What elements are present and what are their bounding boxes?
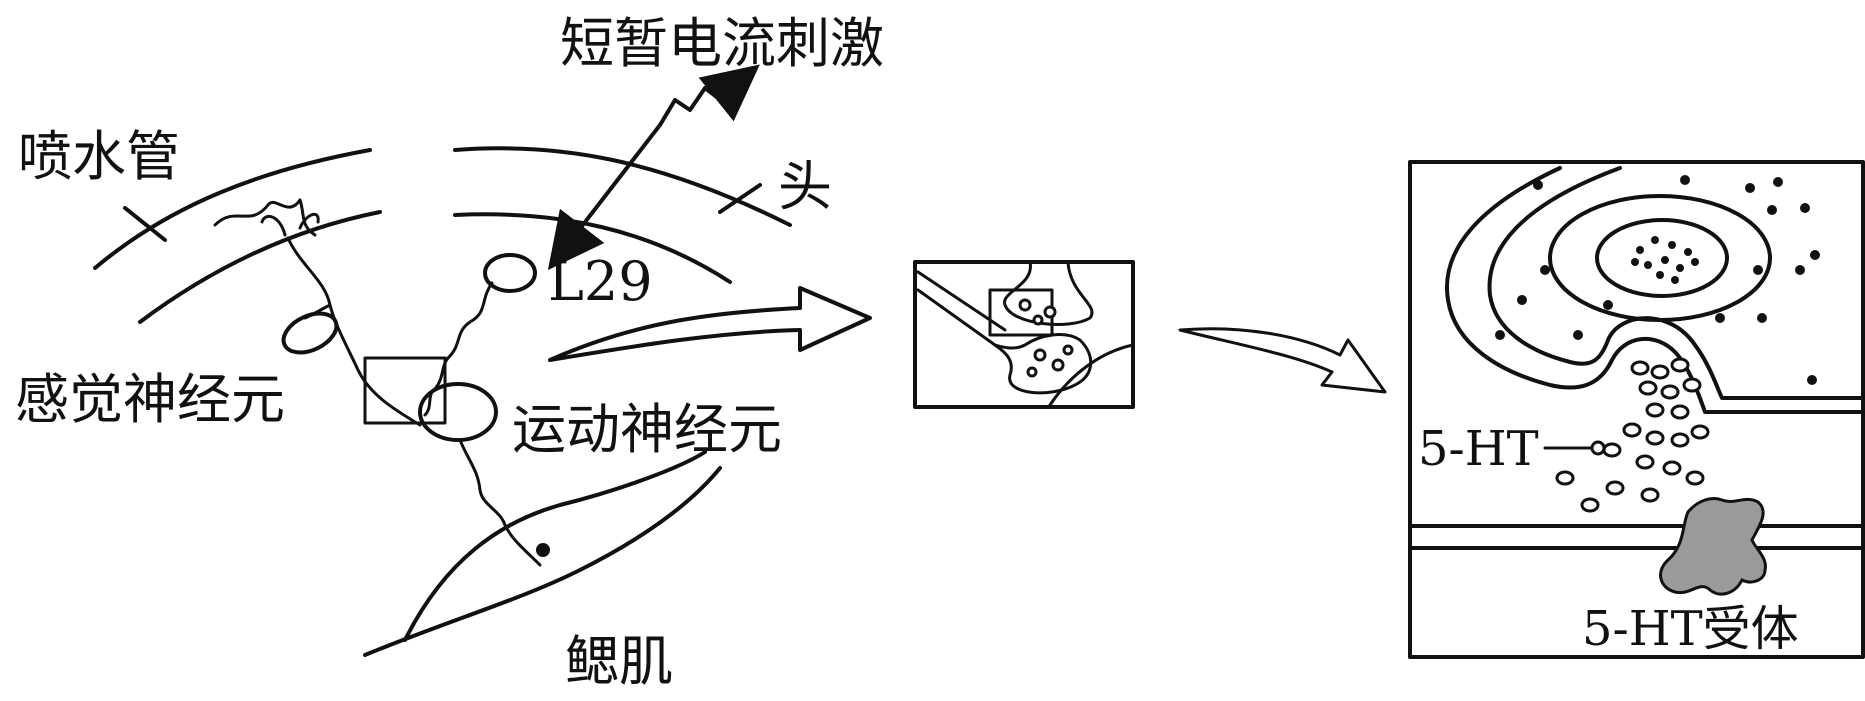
siphon-outline-top — [93, 148, 372, 270]
overview-postsynaptic-cell — [1048, 343, 1135, 407]
sensory-dendrites — [213, 198, 320, 237]
stimulus-label: 短暂电流刺激 — [560, 12, 884, 75]
zoom-arrow-1 — [548, 286, 872, 362]
motor-soma — [418, 382, 498, 442]
gill-muscle-label: 鳃肌 — [565, 630, 673, 693]
overview-vesicle — [1051, 358, 1065, 372]
nucleolus-dots — [1631, 236, 1699, 284]
l29-label: L29 — [548, 250, 653, 313]
sensory-axon-upper — [286, 236, 422, 427]
overview-vesicle — [1026, 366, 1038, 378]
stimulus-zigzag — [658, 64, 760, 127]
nucleus-inner — [1595, 218, 1729, 298]
overview-frame — [913, 260, 1135, 409]
l29-axon — [423, 281, 494, 417]
synapse-detail-panel: 5-HT 5-HT受体 — [1408, 160, 1865, 659]
head-outline-top — [453, 146, 792, 227]
serotonin-pointer-vesicle — [1590, 440, 1606, 456]
siphon-leader — [123, 206, 167, 242]
sensory-neuron-label: 感觉神经元 — [15, 368, 285, 431]
overview-axon-line-2 — [916, 288, 997, 347]
presynaptic-membrane-outer — [1445, 166, 1865, 414]
overview-vesicle — [1033, 348, 1047, 362]
detail-frame — [1408, 160, 1865, 659]
head-label: 头 — [778, 155, 832, 218]
serotonin-vesicles — [1555, 357, 1710, 513]
motor-neuron-label: 运动神经元 — [512, 398, 782, 461]
synapse-overview-panel — [913, 260, 1135, 409]
overview-vesicle — [1018, 298, 1032, 312]
gill-outline-lower — [363, 466, 722, 657]
overview-lower-terminal — [993, 333, 1093, 395]
neuromuscular-junction — [536, 543, 550, 557]
receptor-label: 5-HT受体 — [1582, 601, 1799, 657]
serotonin-label: 5-HT — [1418, 421, 1539, 477]
l29-soma — [483, 253, 537, 293]
nucleus-outer — [1548, 194, 1772, 322]
overview-zoom-box — [988, 288, 1054, 337]
motor-axon — [458, 438, 542, 567]
sensory-soma — [281, 311, 339, 355]
cytoplasm-dots — [1495, 175, 1820, 385]
overview-vesicle — [1062, 344, 1074, 356]
siphon-label: 喷水管 — [18, 125, 180, 188]
circuit-panel: 短暂电流刺激 喷水管 头 L29 感觉神经元 运动神经元 鳃肌 — [15, 12, 884, 693]
siphon-outline-bottom — [138, 210, 382, 324]
overview-vesicle — [1043, 305, 1057, 319]
serotonin-receptor — [1659, 497, 1767, 596]
head-leader — [718, 183, 762, 214]
overview-vesicle — [1032, 314, 1044, 326]
presynaptic-membrane-inner — [1487, 166, 1865, 400]
stimulus-arrow-to-l29 — [547, 123, 662, 271]
gill-outline-upper — [403, 450, 707, 642]
synapse-highlight-box — [363, 356, 447, 425]
zoom-arrow-2 — [1178, 327, 1387, 394]
